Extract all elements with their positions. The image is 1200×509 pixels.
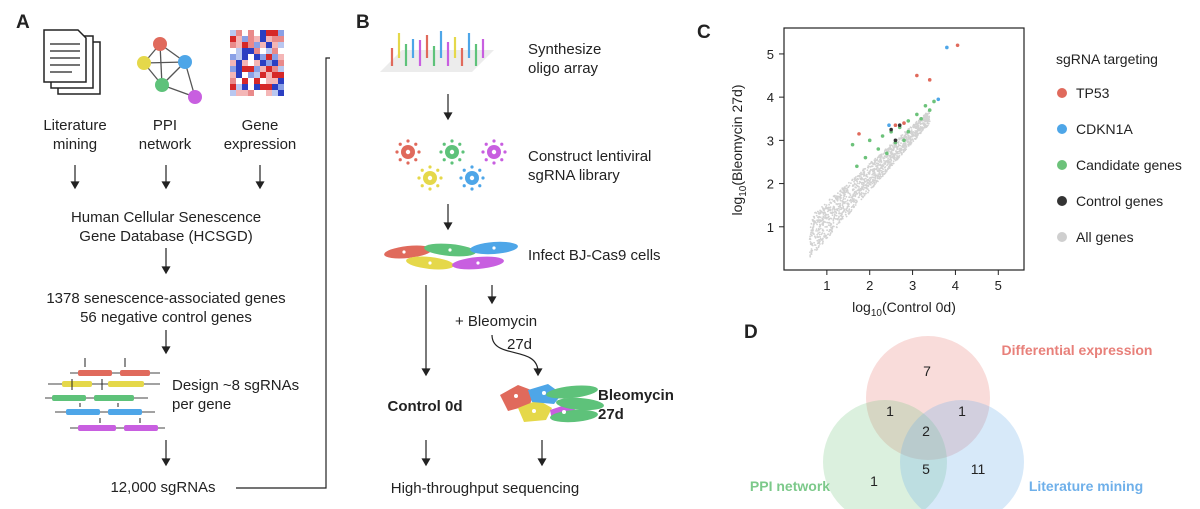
legend-swatch: [1057, 232, 1067, 242]
x-axis-label: log10(Control 0d): [852, 299, 956, 319]
source-literature-label: Literature mining: [43, 117, 107, 153]
legend-entry: CDKN1A: [1076, 121, 1133, 137]
x-tick-label: 5: [995, 278, 1002, 293]
legend-swatch: [1057, 160, 1067, 170]
point-candidate-genes: [885, 151, 889, 156]
legend-entry: TP53: [1076, 85, 1110, 101]
point-candidate-genes: [855, 164, 859, 169]
point-candidate-genes: [927, 108, 932, 112]
point-cdkn1a: [945, 45, 949, 50]
point-tp53: [915, 73, 919, 78]
bleomycin-label: Bleomycin 27d: [598, 387, 674, 423]
legend-entry: Control genes: [1076, 193, 1163, 209]
point-candidate-genes: [880, 134, 885, 138]
plot-frame: [783, 27, 1025, 271]
point-candidate-genes: [923, 103, 928, 108]
network-graph-icon: [137, 37, 202, 104]
point-cdkn1a: [887, 123, 891, 128]
legend-entry: All genes: [1076, 229, 1134, 245]
legend-title: sgRNA targeting: [1056, 51, 1158, 67]
source-expression-label: Gene expression: [223, 117, 297, 153]
panel-label-b: B: [356, 12, 370, 33]
set-label-literature: Literature mining: [1029, 478, 1143, 494]
panel-b-graphics: [380, 31, 604, 467]
step-infect-cells: Infect BJ-Cas9 cells: [528, 247, 661, 264]
lentivirus-icon: [395, 139, 507, 191]
panel-label-a: A: [16, 12, 30, 33]
point-candidate-genes: [906, 119, 911, 123]
x-tick-label: 2: [866, 278, 873, 293]
legend-swatch: [1057, 88, 1067, 98]
count-expression-ppi: 1: [886, 403, 894, 419]
point-control-genes: [889, 127, 893, 132]
senescent-cells-icon: [500, 384, 604, 423]
step-construct-library: Construct lentiviral sgRNA library: [528, 148, 652, 184]
x-tick-label: 4: [952, 278, 959, 293]
legend-swatch: [1057, 196, 1067, 206]
count-ppi-literature: 5: [922, 461, 930, 477]
legend-swatch: [1057, 124, 1067, 134]
set-label-ppi: PPI network: [750, 478, 830, 494]
point-candidate-genes: [915, 112, 919, 117]
point-candidate-genes: [932, 99, 936, 104]
y-tick-label: 3: [767, 133, 774, 148]
point-tp53: [955, 43, 960, 48]
point-control-genes: [893, 138, 898, 143]
hcsgd-database: Human Cellular Senescence Gene Database …: [70, 209, 262, 245]
control-label: Control 0d: [387, 398, 463, 415]
count-expression-literature: 1: [958, 403, 966, 419]
gene-counts: 1378 senescence-associated genes 56 nega…: [46, 290, 286, 326]
x-tick-label: 3: [909, 278, 916, 293]
point-tp53: [902, 121, 906, 125]
y-tick-label: 1: [767, 220, 774, 235]
point-cdkn1a: [936, 97, 941, 102]
document-stack-icon: [43, 29, 101, 95]
point-candidate-genes: [863, 155, 868, 160]
venn-diagram: Differential expression PPI network Lite…: [750, 336, 1153, 509]
design-sgrnas-label: Design ~8 sgRNAs per gene: [172, 377, 300, 413]
venn-circle-expression: [866, 336, 990, 460]
point-tp53: [927, 78, 932, 82]
scatter-chart: 1 2 3 4 5 1 2 3 4 5 log10(Control 0d) log10(Bleom…: [729, 27, 1182, 319]
count-all-three: 2: [922, 423, 930, 439]
legend-entry: Candidate genes: [1076, 157, 1182, 173]
sgrna-total: 12,000 sgRNAs: [110, 479, 216, 496]
venn-circle-literature: [900, 400, 1024, 509]
point-candidate-genes: [906, 129, 911, 134]
panel-label-c: C: [697, 22, 711, 43]
point-candidate-genes: [902, 138, 906, 143]
point-tp53: [893, 123, 898, 128]
count-literature-only: 11: [971, 461, 986, 477]
sgrna-design-icon: [45, 358, 165, 431]
source-ppi-label: PPI network: [138, 117, 192, 153]
point-control-genes: [897, 123, 902, 128]
oligo-array-icon: [380, 31, 494, 72]
point-candidate-genes: [876, 147, 881, 151]
count-expression-only: 7: [923, 363, 931, 379]
bleomycin-treatment: + Bleomycin: [455, 313, 538, 330]
panel-a-graphics: [43, 29, 330, 489]
y-tick-label: 4: [767, 90, 774, 105]
y-tick-label: 2: [767, 177, 774, 192]
point-candidate-genes: [850, 142, 855, 147]
set-label-expression: Differential expression: [1002, 342, 1153, 358]
cells-icon: [384, 241, 518, 270]
panel-label-d: D: [744, 322, 758, 343]
y-tick-label: 5: [767, 47, 774, 62]
treatment-duration: 27d: [507, 336, 533, 353]
point-candidate-genes: [919, 116, 923, 121]
y-axis-label: log10(Bleomycin 27d): [729, 85, 749, 216]
point-candidate-genes: [867, 138, 872, 143]
venn-circle-ppi: [823, 400, 947, 509]
point-tp53: [857, 132, 861, 136]
step-synthesize: Synthesize oligo array: [528, 41, 602, 77]
x-tick-label: 1: [823, 278, 830, 293]
heatmap-icon: [230, 30, 284, 96]
sequencing-label: High-throughput sequencing: [390, 480, 580, 497]
count-ppi-only: 1: [870, 473, 878, 489]
